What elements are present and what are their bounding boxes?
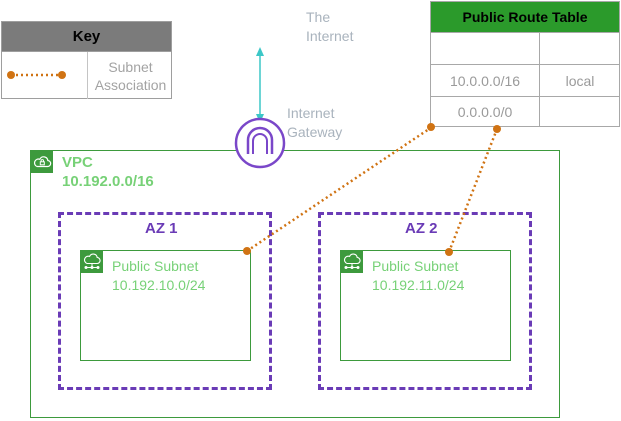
subnet-icon [81, 251, 103, 273]
association-line-2 [445, 125, 501, 256]
subnet-2-text: Public Subnet 10.192.11.0/24 [372, 257, 464, 295]
gateway-label: Internet Gateway [287, 104, 342, 142]
key-legend: Key Subnet Association [1, 21, 172, 99]
az-2-label: AZ 2 [405, 220, 438, 237]
route-table: Public Route Table 10.0.0.0/16 local 0.0… [430, 1, 620, 127]
route-destination: 0.0.0.0/0 [431, 97, 540, 127]
gateway-label-line1: Internet [287, 105, 335, 121]
key-item-label: Subnet Association [94, 58, 167, 93]
association-line-1 [243, 123, 435, 255]
internet-label-line2: Internet [306, 28, 354, 44]
public-subnet-2: Public Subnet 10.192.11.0/24 [340, 250, 511, 361]
availability-zone-1 [58, 212, 272, 390]
gateway-label-line2: Gateway [287, 124, 343, 140]
internet-label-line1: The [306, 9, 331, 25]
subnet-1-label: Public Subnet [112, 258, 199, 274]
key-divider [87, 52, 88, 99]
internet-gateway-icon [234, 117, 286, 169]
vpc-label: VPC [62, 154, 93, 171]
subnet-1-text: Public Subnet 10.192.10.0/24 [112, 257, 205, 295]
route-table-row: 0.0.0.0/0 [431, 96, 619, 127]
subnet-2-label: Public Subnet [372, 258, 459, 274]
vpc-title: VPC 10.192.0.0/16 [62, 153, 154, 191]
vpc-container [30, 150, 560, 418]
key-title: Key [2, 22, 171, 52]
route-table-title: Public Route Table [431, 2, 619, 32]
subnet-icon [341, 251, 363, 273]
availability-zone-2 [318, 212, 532, 390]
cloud-lock-icon [31, 151, 53, 173]
route-destination [431, 33, 540, 64]
route-destination: 10.0.0.0/16 [431, 65, 540, 96]
internet-arrow [256, 47, 264, 123]
subnet-1-cidr: 10.192.10.0/24 [112, 277, 206, 293]
internet-label: The Internet [306, 8, 353, 46]
public-subnet-1: Public Subnet 10.192.10.0/24 [80, 250, 251, 361]
subnet-2-cidr: 10.192.11.0/24 [372, 277, 465, 293]
route-table-row [431, 32, 619, 64]
association-line-sample [7, 71, 66, 79]
route-target: local [565, 72, 595, 89]
vpc-cidr: 10.192.0.0/16 [62, 173, 154, 190]
az-1-label: AZ 1 [145, 220, 178, 237]
route-table-row: 10.0.0.0/16 local [431, 64, 619, 96]
